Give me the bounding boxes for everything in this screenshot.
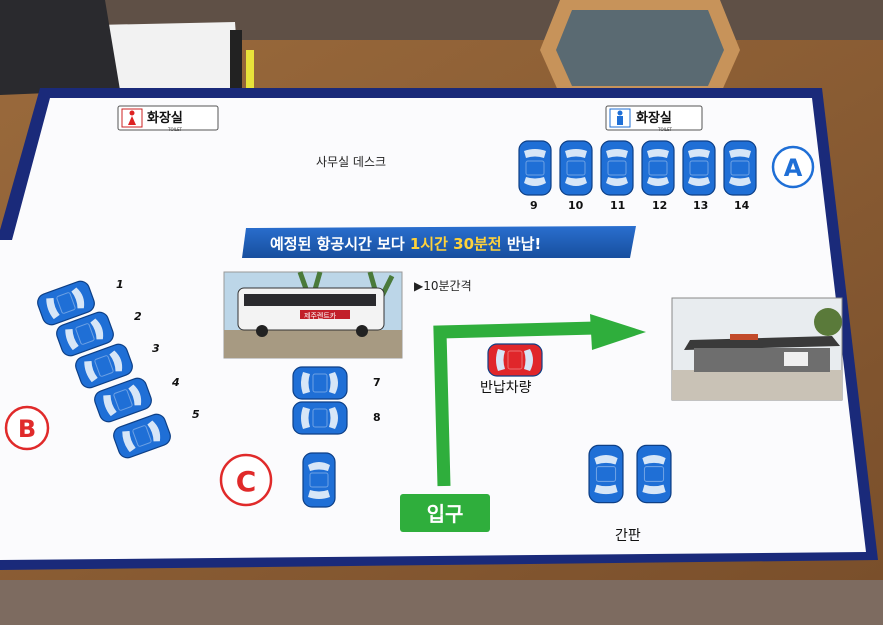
car-sign-right [636,444,672,504]
svg-text:B: B [18,415,36,443]
car-7 [292,366,348,400]
svg-text:TOILET: TOILET [167,127,183,132]
board [0,98,866,560]
zone-b-marker: B [4,405,50,451]
car-c-vertical [302,452,336,508]
bus-sign: 제주렌트카 [304,311,337,320]
svg-text:입구: 입구 [427,502,464,526]
car-12 [641,140,675,196]
spot-number: 12 [652,199,667,212]
return-time-banner: 예정된 항공시간 보다 1시간 30분전 반납! [242,226,636,258]
svg-text:예정된 항공시간 보다 1시간 30분전 반납!: 예정된 항공시간 보다 1시간 30분전 반납! [270,235,541,253]
banner-text-1: 예정된 항공시간 보다 [270,235,410,253]
spot-number: 5 [192,408,200,421]
man-icon [617,110,623,116]
spot-number: 7 [373,376,381,389]
entrance-arrow [433,314,646,487]
svg-text:A: A [784,154,803,182]
svg-text:화장실: 화장실 [636,110,672,126]
return-car-label: 반납차량 [480,380,532,396]
car-sign-left [588,444,624,504]
spot-number: 2 [134,310,142,323]
car-14 [723,140,757,196]
spot-number: 1 [116,278,124,291]
spot-number: 11 [610,199,625,212]
svg-text:C: C [236,465,257,498]
car-13 [682,140,716,196]
office-building-photo [671,297,843,401]
banner-highlight: 1시간 30분전 [410,235,502,253]
car-8 [292,401,348,435]
zone-b-numbers: 1 2 3 4 5 [116,278,200,421]
car-9 [518,140,552,196]
zone-a-numbers: 9 10 11 12 13 14 [530,199,750,212]
woman-icon [129,110,135,116]
signboard-label: 간판 [615,528,641,544]
shuttle-interval-label: ▶10분간격 [414,279,472,293]
toilet-sign-left: 화장실 TOILET [117,105,219,132]
spot-number: 14 [734,199,750,212]
spot-number: 3 [152,342,160,355]
entrance-sign: 입구 [400,494,490,532]
spot-number: 13 [693,199,708,212]
svg-text:화장실: 화장실 [147,110,183,126]
svg-text:TOILET: TOILET [657,127,673,132]
zone-c-marker: C [219,453,273,507]
spot-number: 4 [171,376,180,389]
shuttle-bus-photo: 제주렌트카 [223,271,403,359]
toilet-sign-right: 화장실 TOILET [605,105,703,132]
zone-c-numbers: 7 8 [373,376,381,424]
highlighter [246,50,254,92]
banner-text-2: 반납! [502,235,542,253]
spot-number: 10 [568,199,584,212]
red-car [487,343,543,377]
zone-a-marker: A [771,145,815,189]
notepad [95,22,240,95]
return-car [487,343,543,377]
spot-number: 9 [530,199,538,212]
car-10 [559,140,593,196]
spot-number: 8 [373,411,381,424]
car-11 [600,140,634,196]
office-desk-label: 사무실 데스크 [316,155,386,169]
